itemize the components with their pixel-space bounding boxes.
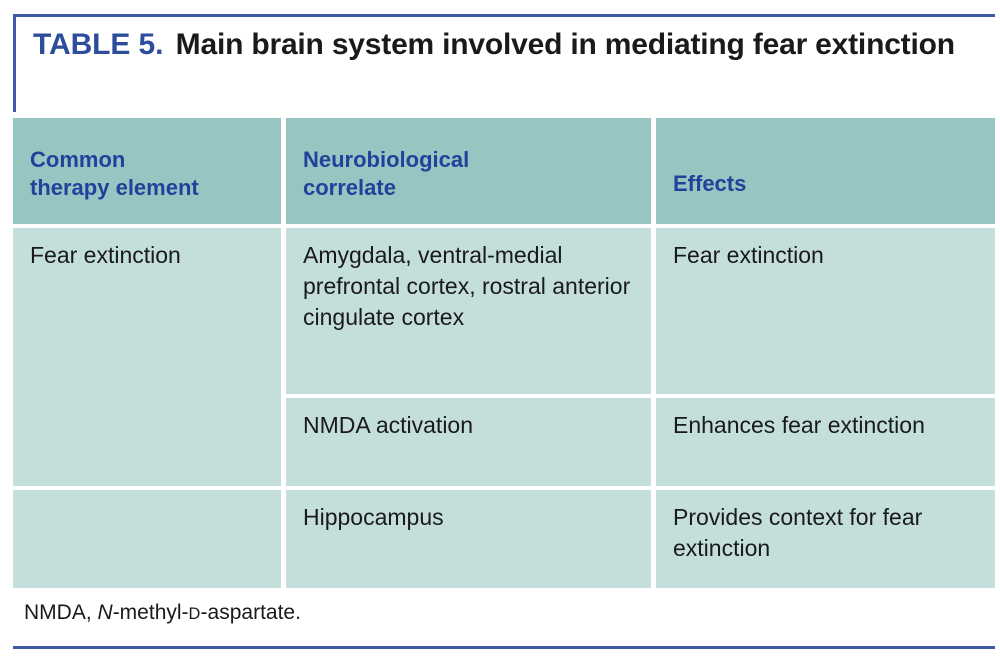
table-row: NMDA activation Enhances fear extinction (13, 398, 995, 490)
footnote-tail: -aspartate. (200, 601, 301, 624)
footnote-smallcap-d: d (188, 605, 201, 623)
table-body: Fear extinction Amygdala, ventral-medial… (13, 228, 995, 588)
table-number-label: TABLE 5. (33, 28, 164, 61)
page-title: TABLE 5. Main brain system involved in m… (33, 27, 995, 63)
column-header-therapy-element-line1: Common (30, 147, 126, 172)
footnote-abbrev: NMDA, (24, 601, 92, 624)
title-spacer (163, 28, 175, 61)
table-title-block: TABLE 5. Main brain system involved in m… (13, 17, 995, 112)
table-header: Common therapy element Neurobiological cor… (13, 118, 995, 228)
table-row: Fear extinction Amygdala, ventral-medial… (13, 228, 995, 490)
column-header-therapy-element: Common therapy element (13, 118, 286, 228)
data-table: Common therapy element Neurobiological cor… (13, 118, 995, 588)
cell-effect-3: Provides context for fear extinction (656, 490, 995, 588)
table-header-row: Common therapy element Neurobiological cor… (13, 118, 995, 228)
cell-therapy-element-3 (13, 490, 286, 588)
footnote-mid: -methyl- (112, 601, 189, 624)
column-header-correlate-line1: Neurobiological (303, 147, 470, 172)
bottom-rule (13, 646, 995, 649)
cell-correlate-2: NMDA activation (286, 398, 656, 490)
column-header-correlate: Neurobiological correlate (286, 118, 656, 228)
cell-effect-1: Fear extinction (656, 228, 995, 398)
cell-effect-2: Enhances fear extinction (656, 398, 995, 490)
table-title-text: Main brain system involved in mediating … (175, 28, 955, 61)
table-row: Hippocampus Provides context for fear ex… (13, 490, 995, 588)
cell-therapy-element-1: Fear extinction (13, 228, 286, 490)
footnote-italic-n: N (97, 601, 113, 624)
cell-correlate-1: Amygdala, ventral-medial prefrontal cort… (286, 228, 656, 398)
top-rule (13, 14, 995, 17)
column-header-therapy-element-line2: therapy element (30, 175, 199, 200)
column-header-correlate-line2: correlate (303, 175, 396, 200)
column-header-effects: Effects (656, 118, 995, 228)
cell-correlate-3: Hippocampus (286, 490, 656, 588)
table-footnote: NMDA, N-methyl-d-aspartate. (24, 600, 984, 627)
